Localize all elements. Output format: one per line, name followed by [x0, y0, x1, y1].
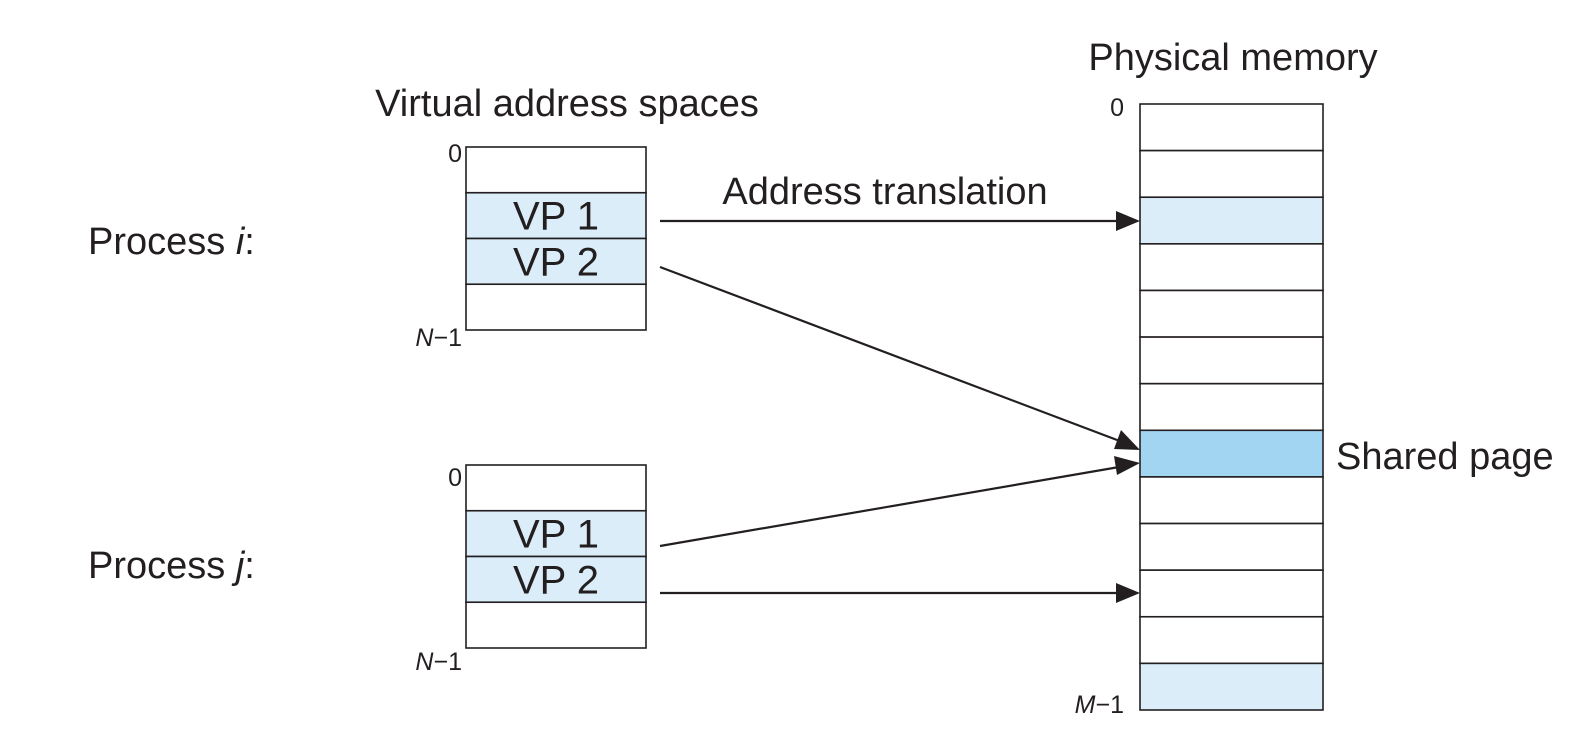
physical-shared-page [1139, 429, 1324, 478]
process-i-page-label-1: VP 1 [513, 195, 599, 239]
process-j-minus-one: −1 [433, 648, 462, 676]
physical-memory-title: Physical memory [1088, 37, 1377, 79]
physical-page-8 [1139, 476, 1324, 525]
physical-page-4 [1139, 289, 1324, 338]
process-i-page-3 [465, 283, 647, 331]
process-i-var: i [236, 221, 246, 263]
process-i-address-space: VP 1VP 2 [465, 146, 647, 331]
physical-page-10 [1139, 569, 1324, 618]
process-i-minus-one: −1 [433, 324, 462, 352]
physical-page-6 [1139, 382, 1324, 432]
process-i-label: Process i: [88, 221, 255, 263]
process-j-page-1 [465, 509, 647, 558]
process-i-page-2 [465, 237, 647, 286]
process-j-page-label-2: VP 2 [513, 558, 599, 602]
physical-page-11 [1139, 615, 1324, 665]
physical-m-var: M [1075, 691, 1096, 719]
process-i-prefix: Process [88, 221, 236, 263]
process-i-page-0 [465, 146, 647, 194]
process-j-prefix: Process [88, 545, 236, 587]
process-j-page-0 [465, 464, 647, 512]
arrowhead-pj-vp2 [1116, 583, 1140, 603]
shared-page-label: Shared page [1336, 436, 1554, 478]
process-i-page-1 [465, 191, 647, 240]
physical-memory-pages [1139, 103, 1324, 711]
physical-minus-one: −1 [1095, 691, 1124, 719]
process-i-page-label-2: VP 2 [513, 240, 599, 284]
physical-end-address: M−1 [1075, 691, 1124, 719]
process-i-end-address: N−1 [415, 324, 462, 352]
physical-page-2 [1139, 196, 1324, 245]
arrow-pi-vp2-to-shared [659, 265, 1126, 445]
physical-page-12 [1139, 662, 1324, 711]
process-j-end-address: N−1 [415, 648, 462, 676]
process-i-n-var: N [415, 324, 434, 352]
process-i-colon: : [244, 221, 255, 263]
address-translation-label: Address translation [722, 171, 1047, 213]
arrowhead-pj-vp1 [1114, 456, 1140, 475]
physical-start-address: 0 [1110, 94, 1124, 122]
physical-page-1 [1139, 149, 1324, 199]
arrowhead-pi-vp2 [1114, 430, 1140, 450]
virtual-address-spaces-title: Virtual address spaces [375, 83, 759, 125]
process-j-page-label-1: VP 1 [513, 513, 599, 557]
physical-page-3 [1139, 243, 1324, 292]
process-j-n-var: N [415, 648, 434, 676]
physical-page-5 [1139, 336, 1324, 385]
process-j-address-space: VP 1VP 2 [465, 464, 647, 649]
arrow-pj-vp1-to-shared [659, 464, 1126, 548]
physical-page-9 [1139, 522, 1324, 571]
arrowhead-pi-vp1 [1116, 211, 1140, 231]
process-j-label: Process j: [88, 545, 255, 587]
process-j-start-address: 0 [448, 464, 462, 492]
process-j-page-3 [465, 601, 647, 649]
physical-page-0 [1139, 103, 1324, 152]
translation-arrows [659, 211, 1140, 603]
process-j-colon: : [244, 545, 255, 587]
process-j-page-2 [465, 555, 647, 604]
process-i-start-address: 0 [448, 140, 462, 168]
